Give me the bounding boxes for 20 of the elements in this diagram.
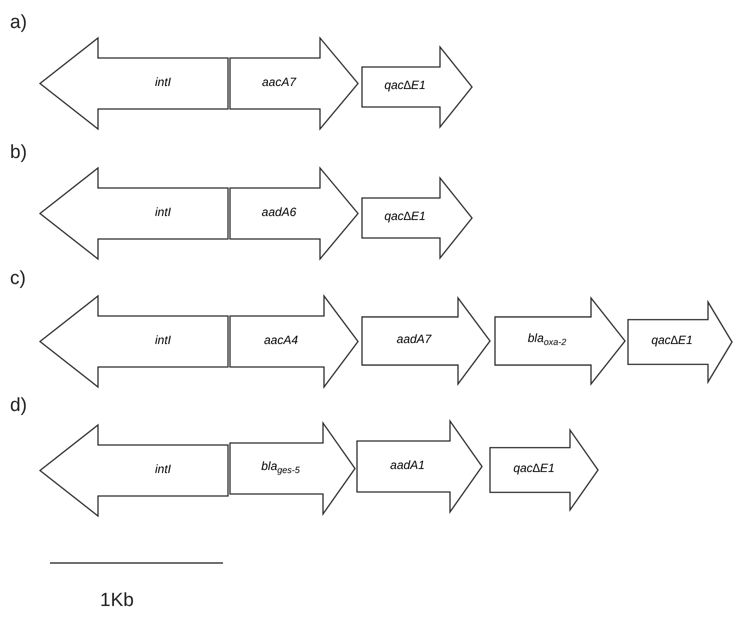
gene-name: qac∆E1 bbox=[651, 333, 693, 347]
scale-label: 1Kb bbox=[100, 590, 134, 612]
gene-name: qac∆E1 bbox=[384, 209, 426, 223]
gene-name: intI bbox=[155, 462, 171, 476]
gene-name: bla$_{ges-5}$ bbox=[261, 458, 300, 475]
gene-name: aadA6 bbox=[262, 204, 296, 218]
gene-name: aacA4 bbox=[264, 332, 298, 346]
gene-name: bla$_{oxa-2}$ bbox=[528, 330, 566, 348]
panel-letter: c) bbox=[10, 268, 26, 290]
gene-name: intI bbox=[155, 332, 171, 346]
gene-name: aadA1 bbox=[390, 458, 425, 472]
panel-letter: a) bbox=[10, 12, 27, 34]
gene-name: qac∆E1 bbox=[384, 78, 426, 92]
gene-name: intI bbox=[155, 204, 171, 218]
gene-name: intI bbox=[155, 74, 171, 88]
panel-letter: d) bbox=[10, 395, 27, 417]
gene-name: aacA7 bbox=[262, 74, 296, 88]
panel-letter: b) bbox=[10, 142, 27, 164]
gene-name: aadA7 bbox=[396, 332, 432, 346]
gene-name: qac∆E1 bbox=[513, 461, 555, 475]
